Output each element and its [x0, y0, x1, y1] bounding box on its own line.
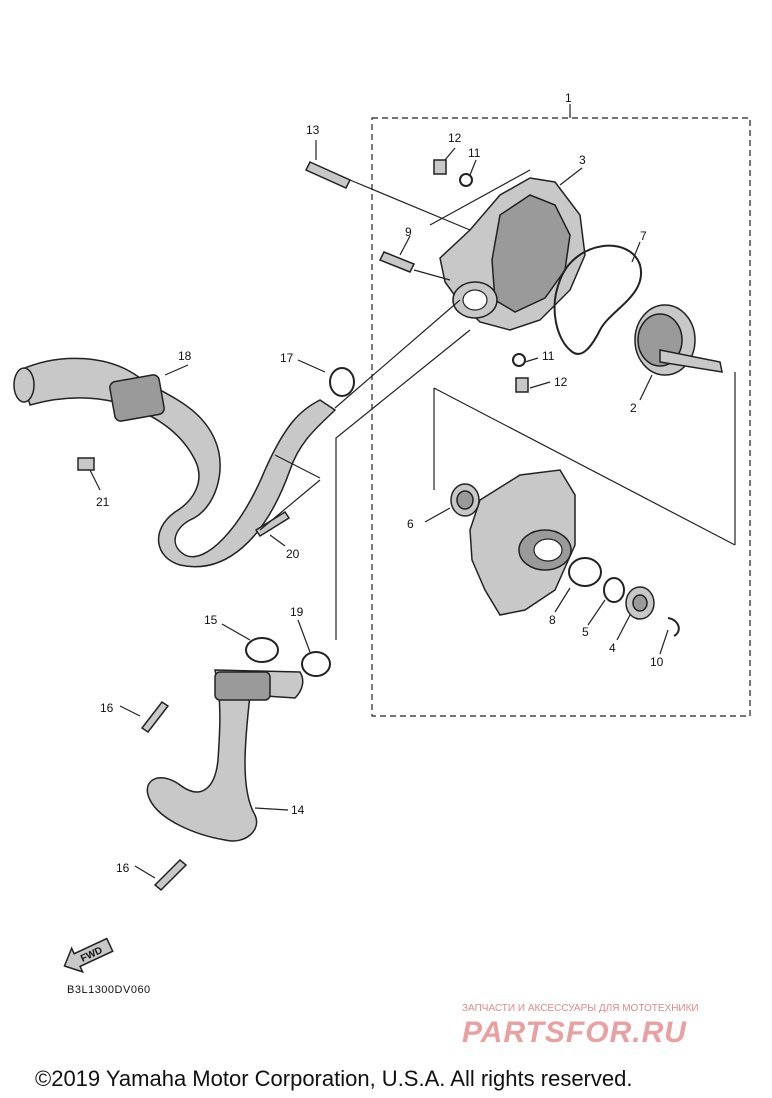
callout-3: 3: [579, 153, 586, 167]
fwd-arrow-icon: FWD: [63, 937, 114, 974]
callout-15: 15: [204, 613, 218, 627]
washer-11-upper: [459, 173, 473, 187]
callout-1: 1: [565, 91, 572, 105]
pump-cover-part: [439, 177, 586, 331]
bolt-16-upper: [140, 700, 170, 734]
callout-21: 21: [96, 495, 110, 509]
callout-13: 13: [306, 123, 320, 137]
pump-housing-part: [469, 469, 576, 616]
o-ring-7: [553, 244, 643, 355]
callout-16-upper: 16: [100, 701, 114, 715]
bolt-9: [378, 251, 416, 273]
bolt-16-lower: [153, 858, 188, 892]
o-ring-8: [568, 557, 602, 587]
seal-part: [450, 483, 480, 517]
callout-19: 19: [290, 605, 304, 619]
clamp-15: [245, 637, 279, 663]
upper-hose-part: [13, 357, 337, 568]
callout-2: 2: [630, 401, 637, 415]
bearing-4: [625, 586, 655, 620]
assembly-boundary: [371, 117, 751, 717]
callout-18: 18: [178, 349, 192, 363]
callout-6: 6: [407, 517, 414, 531]
callout-11-lower: 11: [542, 349, 555, 363]
callout-8: 8: [549, 613, 556, 627]
copyright-notice: ©2019 Yamaha Motor Corporation, U.S.A. A…: [35, 1066, 633, 1091]
callout-4: 4: [609, 641, 616, 655]
bolt-21: [77, 457, 95, 471]
bolt-12-lower: [515, 377, 529, 393]
bolt-12-upper: [433, 159, 447, 175]
circlip-10: [667, 617, 680, 637]
washer-11-lower: [512, 353, 526, 367]
clamp-17: [329, 367, 355, 397]
watermark-tagline: ЗАПЧАСТИ И АКСЕССУАРЫ ДЛЯ МОТОТЕХНИКИ: [462, 1003, 699, 1014]
callout-9: 9: [405, 225, 412, 239]
bolt-13: [304, 161, 352, 189]
callout-14: 14: [291, 803, 305, 817]
diagram-code: B3L1300DV060: [67, 984, 151, 996]
washer-5: [603, 577, 625, 603]
callout-12-lower: 12: [554, 375, 568, 389]
lower-hose-part: [146, 669, 304, 842]
callout-16-lower: 16: [116, 861, 130, 875]
callout-12-upper: 12: [448, 131, 462, 145]
clamp-19: [301, 651, 331, 677]
watermark-logo: PARTSFOR.RU: [462, 1016, 687, 1049]
impeller-part: [634, 304, 723, 376]
callout-5: 5: [582, 625, 589, 639]
callout-11-upper: 11: [468, 146, 481, 160]
callout-10: 10: [650, 655, 664, 669]
callout-20: 20: [286, 547, 300, 561]
callout-7: 7: [640, 229, 647, 243]
callout-17: 17: [280, 351, 294, 365]
